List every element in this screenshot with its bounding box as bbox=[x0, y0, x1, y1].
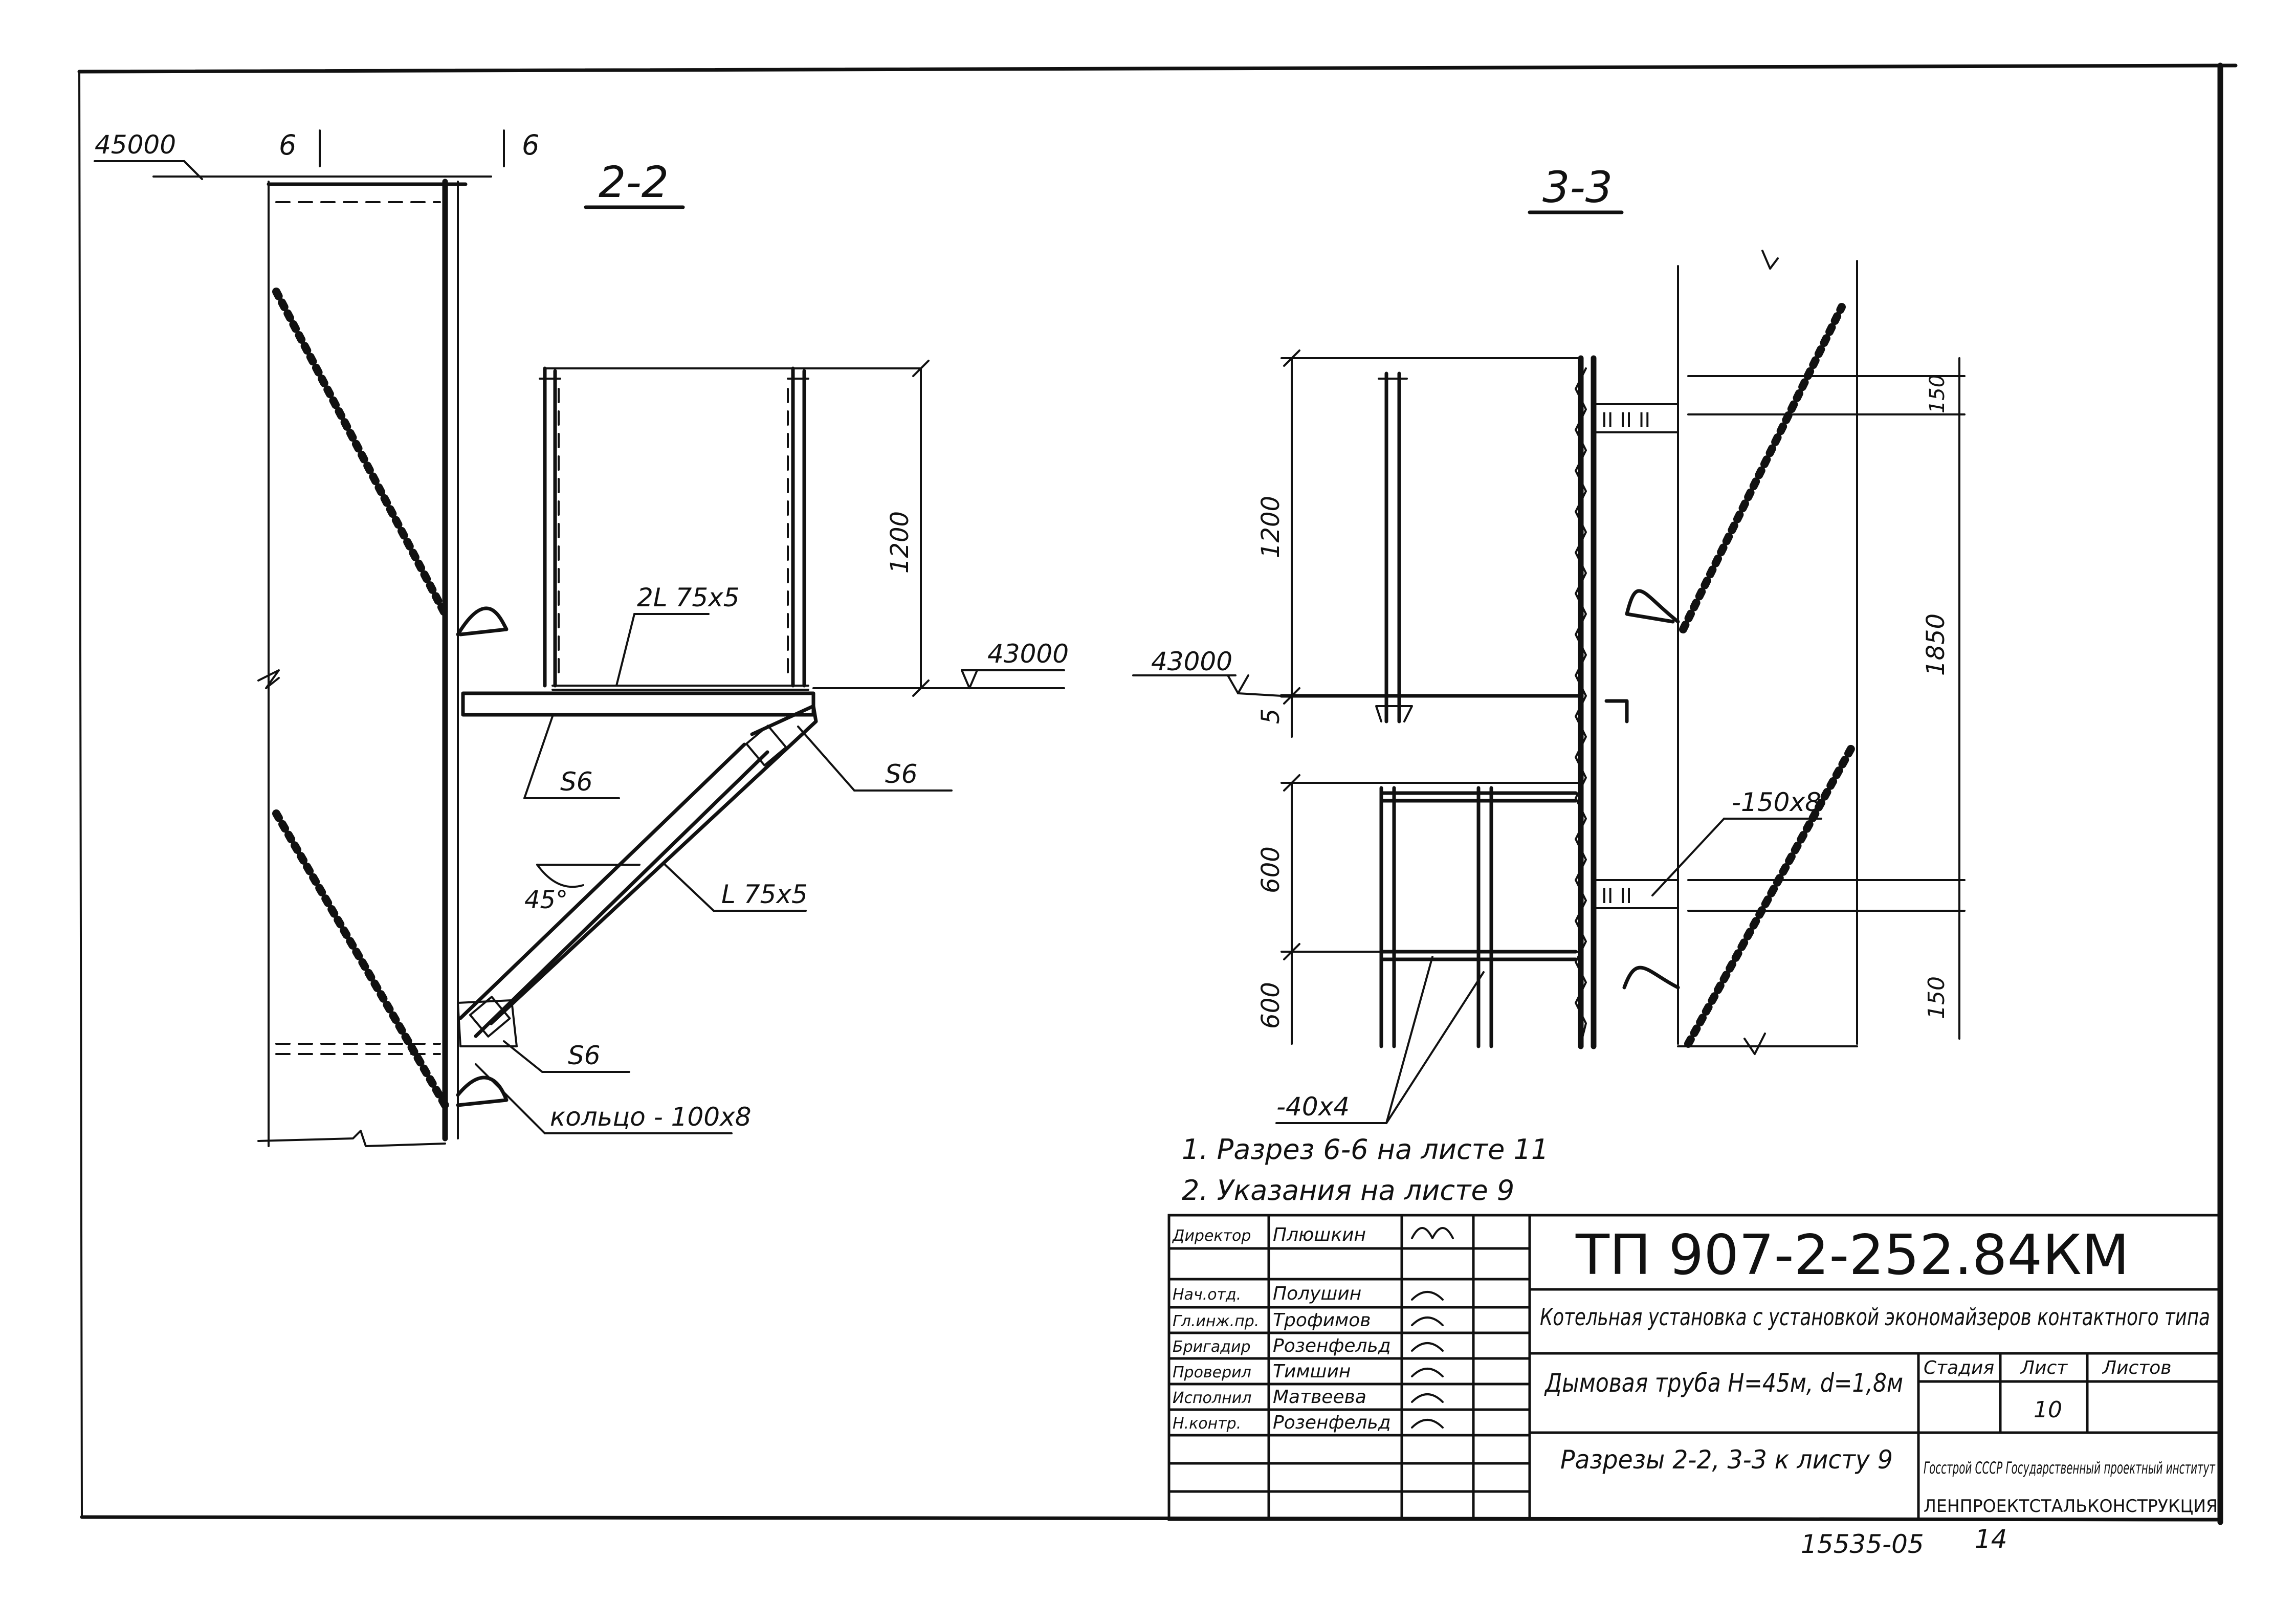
section-3-3-title: 3-3 bbox=[1542, 162, 1613, 212]
org-name: ЛЕНПРОЕКТСТАЛЬКОНСТРУКЦИЯ bbox=[1924, 1496, 2218, 1517]
dim-150-low: 150 bbox=[1924, 976, 1950, 1019]
weld-s6-upper-left: S6 bbox=[560, 767, 593, 797]
cut-mark-right: 6 bbox=[522, 129, 539, 161]
label-2l-75x5: 2L 75x5 bbox=[637, 583, 740, 612]
name-brigadier: Розенфельд bbox=[1273, 1335, 1391, 1356]
role-norm-control: Н.контр. bbox=[1173, 1415, 1241, 1433]
label-plate-150x8: -150x8 bbox=[1732, 787, 1821, 817]
sheet-number: 10 bbox=[2034, 1397, 2062, 1423]
dim-600-upper: 600 bbox=[1256, 846, 1285, 893]
angle-45: 45° bbox=[524, 886, 568, 914]
cut-mark-left: 6 bbox=[279, 129, 296, 161]
name-chief-eng: Трофимов bbox=[1273, 1310, 1371, 1331]
weld-s6-lower: S6 bbox=[568, 1041, 601, 1070]
note-1: 1. Разрез 6-6 на листе 11 bbox=[1182, 1133, 1549, 1166]
org-header: Госстрой СССР Государственный проектный … bbox=[1924, 1458, 2216, 1478]
role-chief-eng: Гл.инж.пр. bbox=[1173, 1312, 1259, 1330]
sheet-title: Разрезы 2-2, 3-3 к листу 9 bbox=[1560, 1445, 1893, 1475]
project-name: Котельная установка с установкой эконома… bbox=[1540, 1303, 2210, 1331]
label-strip-40x4: -40x4 bbox=[1276, 1092, 1350, 1122]
bolts-mid: II II bbox=[1601, 885, 1632, 908]
page-number: 14 bbox=[1975, 1524, 2007, 1554]
stage-label: Стадия bbox=[1924, 1357, 1994, 1378]
bolts-top: II II II bbox=[1601, 409, 1650, 432]
role-head-dept: Нач.отд. bbox=[1173, 1286, 1241, 1304]
sheets-label: Листов bbox=[2102, 1357, 2171, 1378]
sheet-label: Лист bbox=[2020, 1357, 2068, 1378]
role-executed: Исполнил bbox=[1173, 1389, 1251, 1407]
label-ring-100x8: кольцо - 100x8 bbox=[550, 1102, 752, 1132]
elevation-43000-right-section: 43000 bbox=[1151, 647, 1232, 676]
title-block: Директор Нач.отд. Гл.инж.пр. Бригадир Пр… bbox=[1167, 1214, 2222, 1521]
elevation-45000: 45000 bbox=[95, 130, 176, 160]
note-2: 2. Указания на листе 9 bbox=[1182, 1174, 1514, 1206]
name-checked: Тимшин bbox=[1273, 1361, 1351, 1382]
section-3-3: 3-3 II II II 1200 bbox=[1132, 162, 1966, 1124]
section-2-2-title: 2-2 bbox=[599, 157, 669, 207]
name-executed: Матвеева bbox=[1273, 1387, 1366, 1408]
notes: 1. Разрез 6-6 на листе 11 2. Указания на… bbox=[1182, 1133, 1549, 1206]
dim-150-top: 150 bbox=[1926, 375, 1949, 413]
elevation-43000-left-section: 43000 bbox=[987, 639, 1069, 669]
dim-5: 5 bbox=[1256, 709, 1285, 725]
label-l-75x5: L 75x5 bbox=[721, 880, 808, 909]
role-brigadier: Бригадир bbox=[1173, 1338, 1251, 1356]
name-norm-control: Розенфельд bbox=[1273, 1412, 1391, 1433]
dim-1200-left: 1200 bbox=[886, 511, 914, 574]
section-2-2: 2-2 45000 6 6 bbox=[94, 129, 1069, 1147]
name-director: Плюшкин bbox=[1273, 1224, 1366, 1245]
document-code: ТП 907-2-252.84КМ bbox=[1575, 1223, 2129, 1287]
dim-1200-right: 1200 bbox=[1256, 496, 1285, 558]
role-director: Директор bbox=[1172, 1227, 1251, 1245]
dim-1850: 1850 bbox=[1922, 613, 1950, 676]
weld-s6-upper-right: S6 bbox=[885, 759, 918, 789]
signature-scribbles bbox=[1411, 1227, 1454, 1429]
object-name: Дымовая труба Н=45м, d=1,8м bbox=[1544, 1368, 1903, 1398]
role-checked: Проверил bbox=[1173, 1364, 1251, 1381]
archive-number: 15535-05 bbox=[1801, 1529, 1924, 1559]
name-head-dept: Полушин bbox=[1273, 1283, 1361, 1304]
dim-600-lower: 600 bbox=[1256, 982, 1285, 1029]
